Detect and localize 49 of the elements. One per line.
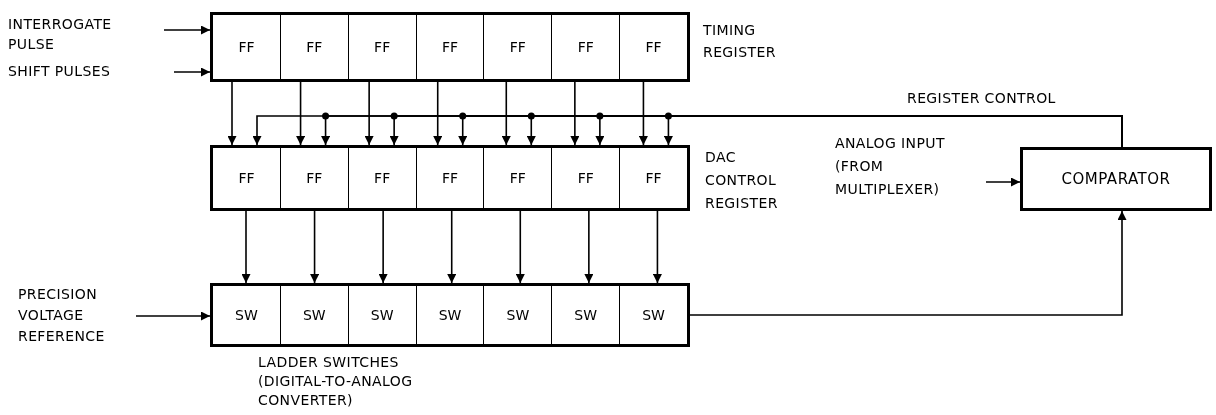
- register-cell: FF: [619, 148, 687, 208]
- register-cell: SW: [279, 286, 348, 344]
- input-label: PRECISION VOLTAGE REFERENCE: [18, 284, 130, 347]
- arrow: [163, 25, 211, 35]
- register-label: TIMING REGISTER: [703, 21, 777, 62]
- register-cell: SW: [483, 286, 552, 344]
- arrow: [447, 210, 457, 284]
- register-cell: FF: [279, 148, 348, 208]
- register-cell: FF: [279, 15, 348, 79]
- arrow: [985, 177, 1021, 187]
- register-cell: SW: [347, 286, 416, 344]
- input-label: SHIFT PULSES: [8, 61, 168, 81]
- input-label: INTERROGATE PULSE: [8, 14, 158, 54]
- register-cell: FF: [347, 148, 416, 208]
- arrow: [652, 210, 662, 284]
- register-label: LADDER SWITCHES (DIGITAL-TO-ANALOG CONVERTER): [258, 353, 414, 410]
- arrow: [570, 81, 580, 146]
- arrow: [227, 81, 237, 146]
- register-cell: FF: [483, 148, 552, 208]
- arrow: [433, 81, 443, 146]
- arrow: [584, 210, 594, 284]
- register-cell: FF: [415, 15, 484, 79]
- register-cell: SW: [415, 286, 484, 344]
- arrow: [173, 67, 211, 77]
- arrow: [310, 210, 320, 284]
- arrow: [296, 81, 306, 146]
- register-cell: SW: [213, 286, 280, 344]
- register-cell: FF: [551, 148, 620, 208]
- arrow: [378, 210, 388, 284]
- input-label: ANALOG INPUT (FROM MULTIPLEXER): [835, 132, 980, 201]
- arrow: [501, 81, 511, 146]
- register-cell: FF: [347, 15, 416, 79]
- register-cell: SW: [551, 286, 620, 344]
- arrow: [241, 210, 251, 284]
- arrow: [135, 311, 211, 321]
- register-cell: FF: [551, 15, 620, 79]
- arrow: [515, 210, 525, 284]
- arrow: [364, 81, 374, 146]
- register-cell: FF: [415, 148, 484, 208]
- arrow: [689, 210, 1127, 316]
- arrow: [638, 81, 648, 146]
- register-cell: FF: [213, 15, 280, 79]
- edge-label: REGISTER CONTROL: [905, 90, 1058, 106]
- register-label: DAC CONTROL REGISTER: [705, 148, 779, 213]
- register-cell: FF: [483, 15, 552, 79]
- register-cell: SW: [619, 286, 687, 344]
- comparator-box: COMPARATOR: [1020, 147, 1212, 211]
- register-cell: FF: [213, 148, 280, 208]
- register-cell: FF: [619, 15, 687, 79]
